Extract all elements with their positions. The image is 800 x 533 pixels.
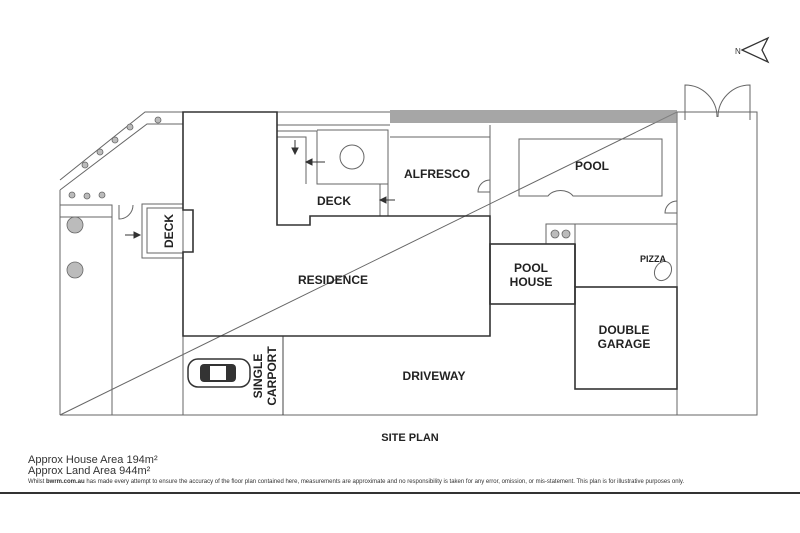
- disclaimer: Whilst bwrm.com.au has made every attemp…: [28, 479, 684, 485]
- plants-icon: [66, 116, 571, 279]
- hedge: [390, 110, 677, 123]
- label-pool-house-2: HOUSE: [510, 275, 553, 289]
- spa-icon: [339, 144, 365, 170]
- label-carport-1: SINGLE: [251, 354, 265, 399]
- label-garage-1: DOUBLE: [599, 323, 650, 337]
- label-deck-upper: DECK: [317, 194, 351, 208]
- residence-outline: [182, 111, 491, 337]
- label-pizza: PIZZA: [640, 254, 666, 264]
- label-pool-house-1: POOL: [514, 261, 548, 275]
- label-driveway: DRIVEWAY: [403, 369, 466, 383]
- door-alfresco: [477, 179, 491, 193]
- disclaimer-pre: Whilst: [28, 479, 46, 485]
- disclaimer-brand: bwrm.com.au: [46, 479, 85, 485]
- label-carport-2: CARPORT: [265, 346, 279, 406]
- label-pool: POOL: [575, 159, 609, 173]
- plan-title: SITE PLAN: [381, 432, 439, 444]
- entry-arrows-icon: [125, 140, 395, 239]
- site-boundary: [59, 111, 758, 416]
- car-icon: [187, 358, 251, 388]
- label-alfresco: ALFRESCO: [404, 167, 470, 181]
- label-residence: RESIDENCE: [298, 273, 368, 287]
- label-garage-2: GARAGE: [598, 337, 651, 351]
- disclaimer-post: has made every attempt to ensure the acc…: [84, 479, 685, 485]
- door-side: [118, 204, 134, 220]
- deck-upper-outline: [277, 124, 390, 216]
- pool-outline: [518, 138, 663, 197]
- footer-divider: [0, 492, 800, 494]
- north-label: N: [735, 47, 741, 56]
- garage-outline: [574, 286, 678, 390]
- planter: [545, 223, 576, 245]
- label-deck-left: DECK: [162, 214, 176, 248]
- door-pool-area: [664, 200, 678, 214]
- land-area: Approx Land Area 944m²: [28, 465, 151, 477]
- north-arrow-icon: N: [735, 36, 770, 64]
- pizza-oven-icon: [653, 260, 673, 282]
- house-area: Approx House Area 194m²: [28, 454, 158, 466]
- gate-icon: [684, 84, 751, 120]
- garden-bed-slant: [59, 123, 183, 415]
